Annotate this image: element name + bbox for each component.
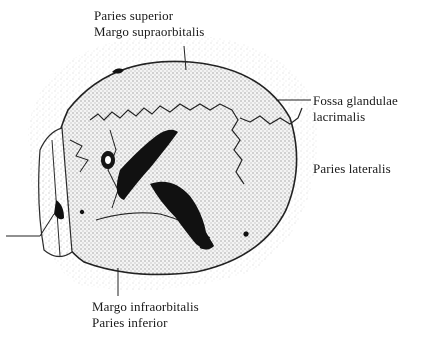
margo-infraorbitalis-text: Margo infraorbitalis bbox=[92, 299, 199, 315]
paries-lateralis-text: Paries lateralis bbox=[313, 161, 391, 177]
optic-canal-inner bbox=[105, 156, 111, 164]
orbit-outline bbox=[52, 61, 297, 274]
lacrimalis-text: lacrimalis bbox=[313, 109, 398, 125]
label-fossa-glandulae: Fossa glandulae lacrimalis bbox=[313, 93, 398, 125]
small-foramen-right bbox=[243, 231, 248, 236]
margo-supraorbitalis-text: Margo supraorbitalis bbox=[94, 24, 204, 40]
label-paries-superior: Paries superior Margo supraorbitalis bbox=[94, 8, 204, 40]
label-paries-lateralis: Paries lateralis bbox=[313, 161, 391, 177]
small-foramen-left bbox=[80, 210, 84, 214]
fossa-glandulae-text: Fossa glandulae bbox=[313, 93, 398, 109]
paries-superior-text: Paries superior bbox=[94, 8, 204, 24]
paries-inferior-text: Paries inferior bbox=[92, 315, 199, 331]
label-margo-infraorbitalis: Margo infraorbitalis Paries inferior bbox=[92, 299, 199, 331]
